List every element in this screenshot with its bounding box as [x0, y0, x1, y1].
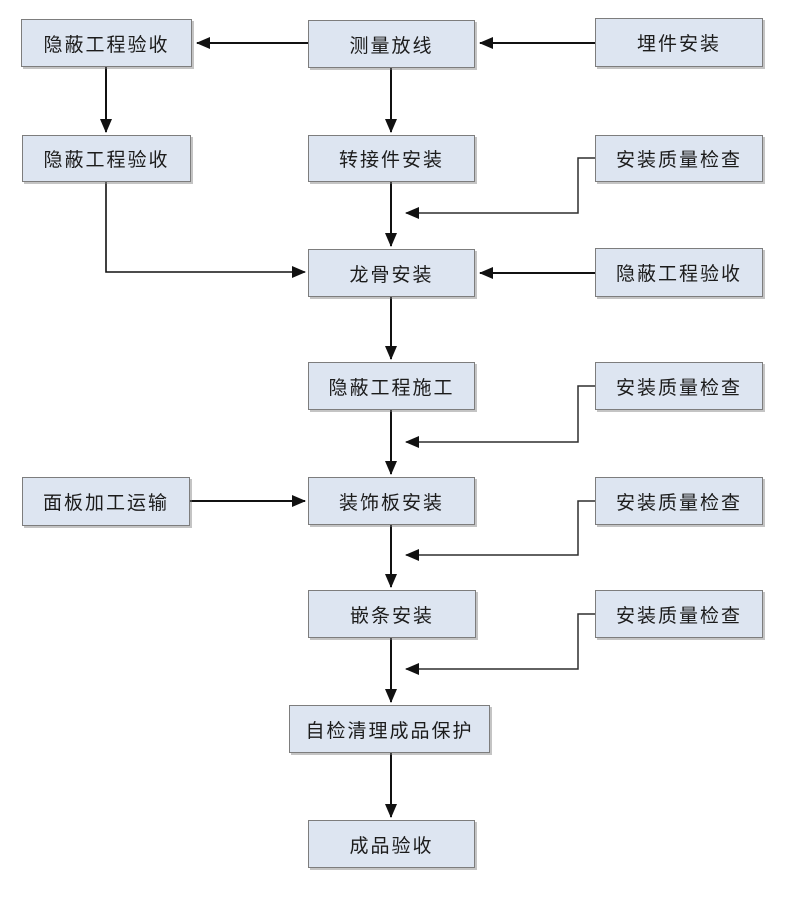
node-keel-install: 龙骨安装: [308, 249, 475, 297]
node-hidden-acceptance-3: 隐蔽工程验收: [595, 248, 763, 297]
node-quality-check-4: 安装质量检查: [595, 590, 763, 638]
node-hidden-acceptance-1: 隐蔽工程验收: [21, 19, 192, 67]
node-quality-check-1: 安装质量检查: [595, 135, 763, 182]
node-quality-check-3: 安装质量检查: [595, 477, 763, 525]
node-self-check-protect: 自检清理成品保护: [289, 705, 490, 753]
node-quality-check-2: 安装质量检查: [595, 362, 763, 410]
edge-quality-check-1-into-flow: [405, 157, 595, 219]
node-measure-layout: 测量放线: [308, 20, 475, 68]
edge-quality-check-4-into-flow: [405, 613, 595, 675]
edge-quality-check-3-into-flow: [405, 500, 595, 561]
node-panel-transport: 面板加工运输: [22, 477, 190, 526]
node-hidden-acceptance-2: 隐蔽工程验收: [22, 135, 191, 182]
node-adapter-install: 转接件安装: [308, 135, 475, 182]
edge-quality-check-2-into-flow: [405, 385, 595, 448]
node-embed-parts: 埋件安装: [595, 18, 763, 67]
node-trim-install: 嵌条安装: [308, 590, 476, 638]
node-panel-install: 装饰板安装: [308, 477, 475, 525]
node-hidden-works: 隐蔽工程施工: [308, 362, 475, 410]
edge-hidden-acceptance-2-to-keel-install: [105, 182, 306, 278]
node-final-acceptance: 成品验收: [308, 820, 475, 868]
